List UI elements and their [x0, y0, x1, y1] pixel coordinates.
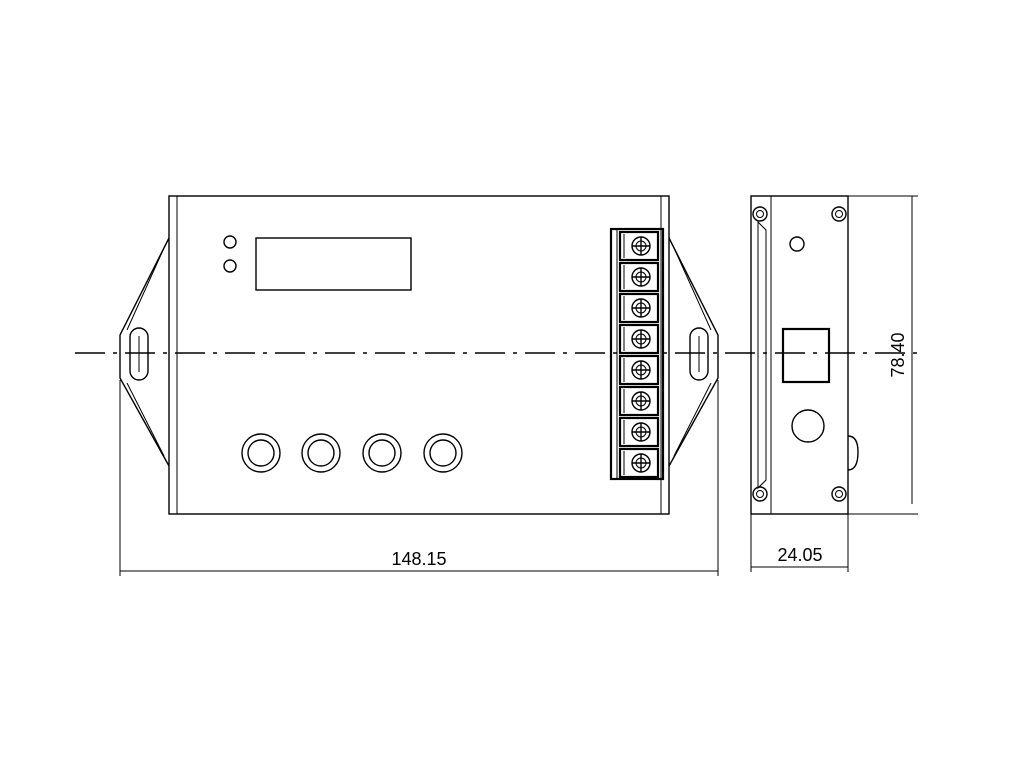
side-view [750, 195, 859, 515]
right-slot-hole [689, 327, 709, 381]
dimension-overall-width: 148.15 [119, 380, 719, 576]
terminal-6 [618, 385, 660, 417]
screw-bottom-left [752, 486, 768, 502]
side-rail [757, 220, 767, 490]
terminal-3 [618, 292, 660, 324]
side-connector-port [781, 327, 831, 384]
dimension-side-depth-label: 24.05 [777, 545, 822, 565]
indicator-led-bottom [223, 259, 237, 273]
dimension-overall-width-label: 148.15 [391, 549, 446, 569]
display-window [255, 237, 412, 291]
side-bump [847, 435, 859, 471]
front-view [119, 195, 719, 515]
push-button-4 [423, 433, 463, 473]
right-mounting-flange [668, 237, 719, 467]
terminal-block [609, 227, 665, 481]
side-housing [750, 195, 849, 515]
screw-bottom-right [831, 486, 847, 502]
push-button-2 [301, 433, 341, 473]
terminal-8 [618, 447, 660, 479]
push-button-3 [362, 433, 402, 473]
indicator-led-top [223, 235, 237, 249]
terminal-1 [618, 230, 660, 262]
screw-top-left [752, 206, 768, 222]
terminal-5 [618, 354, 660, 386]
terminal-7 [618, 416, 660, 448]
screw-top-right [831, 206, 847, 222]
corner-screws [752, 206, 847, 502]
dimension-height-label: 78.40 [888, 332, 908, 377]
terminal-4 [618, 323, 660, 355]
left-mounting-flange [119, 237, 170, 467]
dimension-side-depth: 24.05 [750, 514, 849, 572]
front-housing [168, 195, 670, 515]
dimension-height: 78.40 [848, 195, 918, 515]
push-button-1 [241, 433, 281, 473]
terminal-2 [618, 261, 660, 293]
side-small-hole [789, 236, 805, 252]
side-round-port [791, 409, 825, 443]
push-buttons [241, 433, 463, 473]
left-slot-hole [129, 327, 149, 381]
